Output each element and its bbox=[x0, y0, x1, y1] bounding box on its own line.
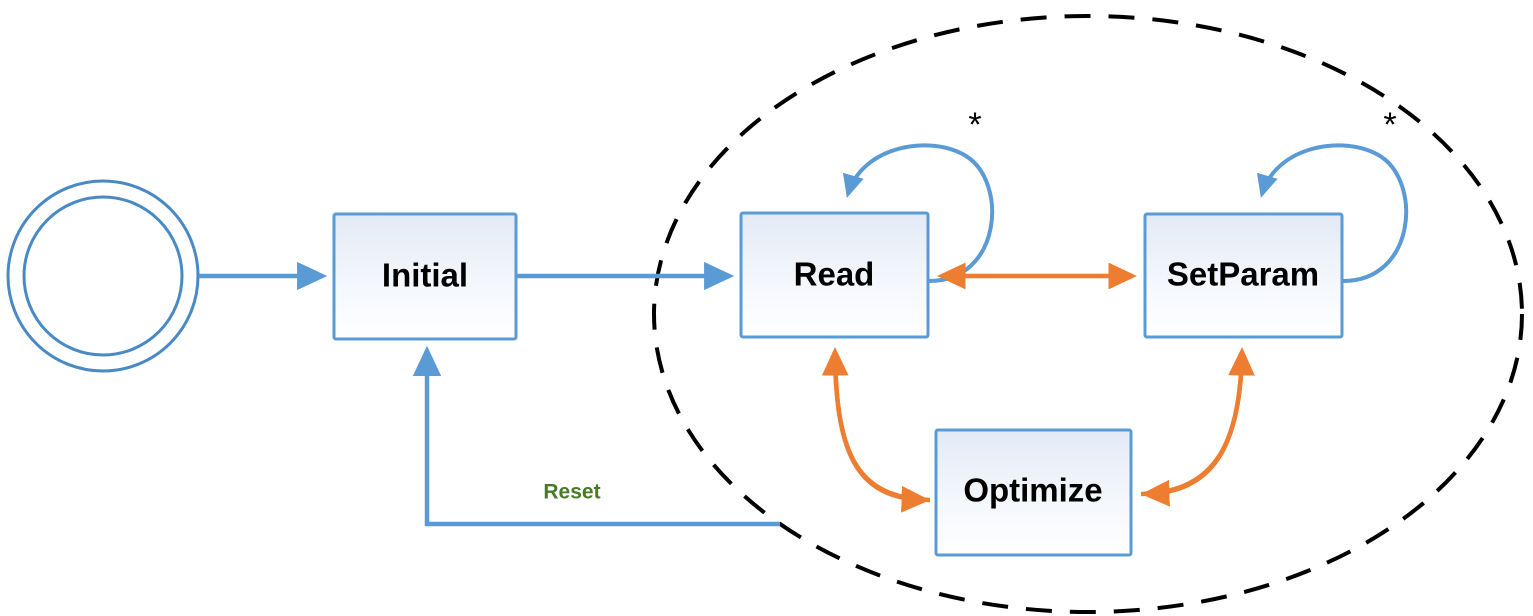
edge-reset-label: Reset bbox=[543, 481, 600, 504]
composite-region-boundary bbox=[652, 14, 1524, 614]
edge-optimize-to-read[interactable] bbox=[821, 347, 931, 503]
state-setparam-box bbox=[1143, 212, 1344, 339]
state-optimize[interactable]: Optimize bbox=[934, 428, 1133, 557]
start-state[interactable] bbox=[6, 179, 200, 373]
edge-read-to-optimize[interactable] bbox=[832, 351, 930, 513]
state-initial-label: Initial bbox=[382, 257, 468, 294]
edge-optimize-to-setparam[interactable] bbox=[1140, 347, 1255, 497]
edge-setparam-to-optimize[interactable] bbox=[1141, 351, 1245, 507]
state-initial-box bbox=[332, 212, 518, 341]
setparam-self-loop-star-label: * bbox=[1383, 106, 1396, 144]
state-setparam[interactable]: SetParam bbox=[1143, 212, 1344, 339]
state-initial[interactable]: Initial bbox=[332, 212, 518, 341]
state-optimize-label: Optimize bbox=[963, 472, 1102, 509]
edge-reset-to-initial[interactable] bbox=[412, 345, 780, 527]
read-self-loop-star-label: * bbox=[968, 106, 981, 144]
state-read-label: Read bbox=[794, 256, 875, 293]
edge-read-self-loop[interactable] bbox=[842, 143, 995, 283]
state-optimize-box bbox=[934, 428, 1133, 557]
edge-setparam-self-loop[interactable] bbox=[1256, 143, 1409, 283]
state-read[interactable]: Read bbox=[739, 211, 930, 339]
state-read-box bbox=[739, 211, 930, 339]
start-state-outer-circle bbox=[6, 179, 200, 373]
start-state-inner-circle bbox=[22, 195, 184, 357]
state-setparam-label: SetParam bbox=[1167, 256, 1319, 293]
